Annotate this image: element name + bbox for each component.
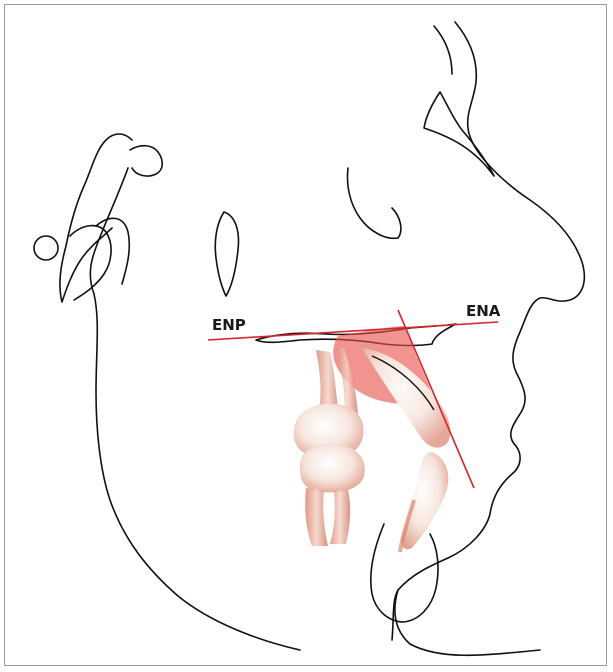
label-enp: ENP (212, 316, 246, 334)
orbit-outline (424, 92, 494, 176)
lower-incisor (400, 452, 448, 552)
lower-molar (300, 444, 365, 546)
condyle-outline (70, 226, 111, 300)
posterior-outline (90, 168, 300, 650)
label-ena: ENA (466, 302, 501, 320)
frontal-curve-outline (434, 26, 452, 74)
facial-profile-outline (392, 22, 584, 640)
ptm-fissure-outline (215, 212, 238, 296)
porion-circle (34, 236, 58, 260)
ear-inner-outline (130, 146, 162, 176)
chin-soft-outline (395, 590, 540, 655)
ear-outline (60, 134, 132, 302)
sinus-outline (348, 168, 401, 238)
